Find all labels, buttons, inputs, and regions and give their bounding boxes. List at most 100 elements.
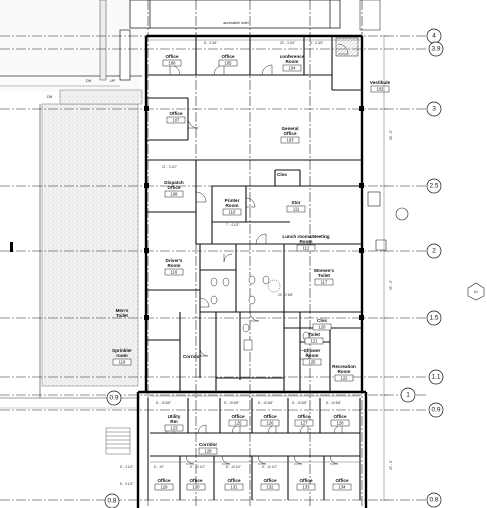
room-number-box [164, 424, 184, 432]
room-name: Office [263, 414, 276, 419]
grid-bubble-circle [426, 243, 442, 259]
room-name: Rm [170, 419, 177, 424]
room-number: 129 [161, 485, 169, 490]
dim-text: 8' - 3 3/4" [204, 41, 217, 45]
grid-bubble-circle [426, 492, 442, 508]
grid-bubble: 0.8 [104, 493, 120, 508]
room-name: Office [333, 414, 346, 419]
grid-bubble: 0.9 [428, 402, 444, 418]
grid-bubble: 1.1 [428, 369, 444, 385]
room-number: 119 [119, 360, 126, 365]
room-number: 128 [337, 421, 345, 426]
room-label: Clos [277, 172, 287, 177]
room-name: Office [169, 111, 182, 116]
dim-text: 26' - 0" [389, 130, 393, 140]
room-number-box [112, 358, 132, 366]
room-name: General [281, 126, 298, 131]
exterior-walls [136, 34, 368, 508]
grid-bubble-label: 0.9 [431, 407, 440, 414]
room-name: Recreation [332, 364, 356, 369]
grid-lines [0, 0, 426, 508]
room-number: 131 [231, 485, 239, 490]
room-number-box [198, 447, 218, 455]
room-name: Room [299, 239, 312, 244]
room-name: Office [157, 478, 170, 483]
room-name: Clos [317, 318, 327, 323]
grid-bubble: 2 [426, 243, 442, 259]
dim-text: 8' - 10 5/8" [258, 401, 273, 405]
room-number-box [302, 358, 322, 366]
room-name: Room [285, 59, 298, 64]
dim-text: 8' - 10 1/2" [262, 465, 277, 469]
label-dn-2: DN [47, 95, 53, 99]
room-name: Room [305, 353, 318, 358]
room-number-box [224, 483, 244, 491]
grid-bubble: 1.5 [426, 310, 442, 326]
grid-bubble-label: 0.8 [429, 497, 438, 504]
room-name: Room [225, 203, 238, 208]
room-number: 120 [319, 325, 327, 330]
room-number-box [312, 323, 332, 331]
dim-text: 20' - 3 3/4" [280, 41, 295, 45]
room-label: Corridor [183, 354, 202, 359]
grid-bubble-circle [426, 310, 442, 326]
room-name: Room [167, 263, 180, 268]
dim-text: 8' - 10 1/2" [226, 465, 241, 469]
dim-text: 8' - 10 5/8" [292, 401, 307, 405]
room-number-box [296, 244, 316, 252]
room-number-box [260, 419, 280, 427]
grid-bubble-label: 2 [432, 248, 436, 255]
room-name: Driver's [166, 258, 183, 263]
room-name: Women's [314, 268, 335, 273]
dim-text: 8' - 10 5/8" [156, 401, 171, 405]
stair [105, 427, 131, 455]
room-number: 110 [229, 210, 236, 215]
grid-bubble-circle [428, 402, 444, 418]
room-name: Toilet [318, 273, 330, 278]
room-number-box [294, 419, 314, 427]
grid-bubble-circle [428, 369, 444, 385]
grid-bubble-circle [426, 178, 442, 194]
grid-bubble-label: 3.9 [431, 46, 440, 53]
exterior-site: accessible toilet DN UP DN [0, 0, 381, 455]
room-number: 111 [293, 207, 300, 212]
dim-text: 8' - 9 1/2" [120, 482, 133, 486]
room-name: Clos [277, 172, 287, 177]
room-name: Office [231, 414, 244, 419]
dim-text: 6' - 10" [154, 465, 164, 469]
plumbing-fixtures [210, 275, 310, 351]
grid-bubble: 0.9 [106, 390, 122, 406]
section-tag: A1 [467, 282, 485, 301]
label-dn-1: DN [86, 79, 92, 83]
room-label: Office 128 [330, 414, 350, 427]
room-number-box [164, 268, 184, 276]
room-number: 123 [171, 426, 179, 431]
room-name: conference [280, 54, 305, 59]
grid-bubble: 3 [426, 101, 442, 117]
dimensions: 8' - 3 3/4" 20' - 3 3/4" 8' - 3 3/4" 11'… [120, 41, 393, 486]
dim-text: 7' - 4 1/2" [226, 223, 239, 227]
room-name: Office [335, 478, 348, 483]
room-number-box [282, 64, 302, 72]
room-name: Corridor [183, 354, 202, 359]
room-number-box [222, 208, 242, 216]
room-number-box [332, 483, 352, 491]
room-label: Office 129 [154, 478, 174, 491]
dim-text: 8' - 10 5/8" [224, 401, 239, 405]
grid-bubble-circle [426, 101, 442, 117]
